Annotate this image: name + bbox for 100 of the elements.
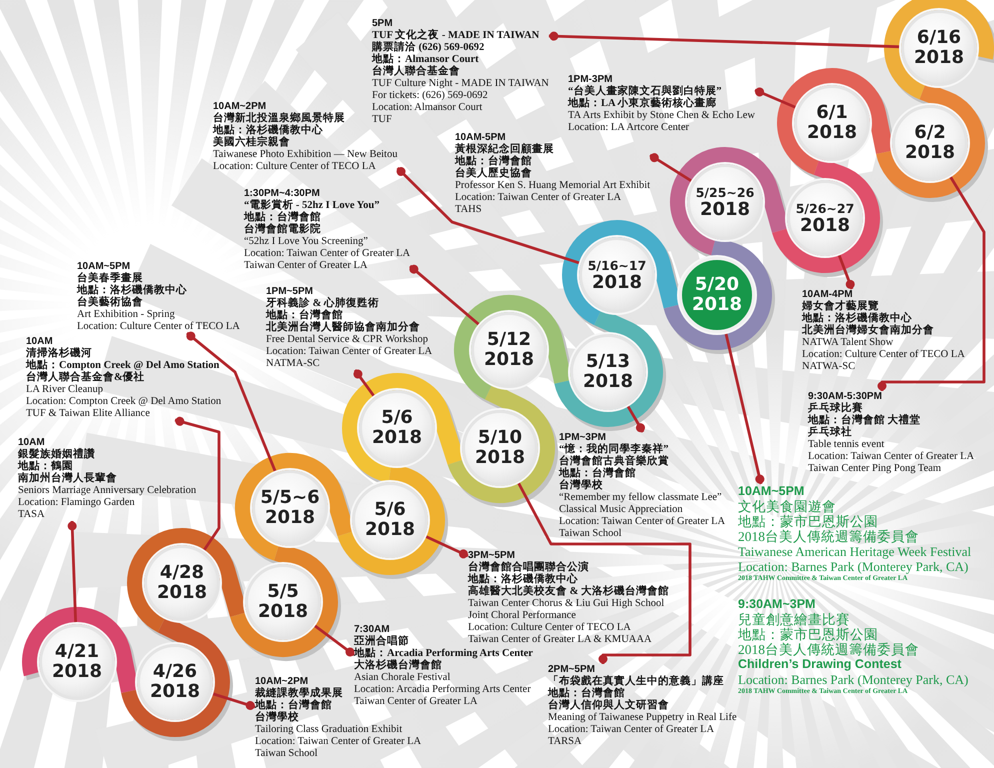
event-text: TUF & Taiwan Elite Alliance <box>26 408 150 420</box>
date-label: 5/13 <box>586 352 630 372</box>
event-text: Children’s Drawing Contest <box>738 657 902 672</box>
event-text: 地點：LA 小東京藝術核心畫廊 <box>568 98 717 110</box>
event-text: “電影賞析 - 52hz I Love You” <box>244 200 380 211</box>
date-label: 5/20 <box>694 275 740 295</box>
event-text: 地點：台灣會館 <box>255 700 332 711</box>
date-label: 4/21 <box>54 642 100 662</box>
time-label: 10AM~5PM <box>77 261 130 272</box>
year-label: 2018 <box>372 428 422 448</box>
event-text: 兒童創意繪畫比賽 <box>738 612 850 627</box>
event-text: 地點：台灣會館 大禮堂 <box>808 415 921 426</box>
event-text: “台美人畫家陳文石與劉白特展” <box>568 86 722 97</box>
year-label: 2018 <box>592 272 642 292</box>
event-text: 乒乓球比賽 <box>808 403 863 414</box>
event-text: 文化美食園遊會 <box>738 499 836 514</box>
event-text: 地點：蒙市巴恩斯公園 <box>738 514 878 529</box>
time-label: 10AM <box>26 336 53 347</box>
event-text: Location: Arcadia Performing Arts Center <box>354 684 531 696</box>
time-label: 10AM-4PM <box>802 289 853 300</box>
event-text: 銀髮族婚姻禮讚 <box>18 449 95 460</box>
date-label: 5/5~6 <box>260 488 320 508</box>
time-label: 9:30AM~3PM <box>738 597 816 612</box>
time-label: 3PM~5PM <box>468 550 515 561</box>
event-text: 「布袋戲在真實人生中的意義」講座 <box>548 676 724 687</box>
event-text: 台灣會館電影院 <box>244 224 321 236</box>
event-text: Location: Culture Center of TECO LA <box>213 161 376 173</box>
event-text: Meaning of Taiwanese Puppetry in Real Life <box>548 712 737 724</box>
year-label: 2018 <box>364 520 416 540</box>
event-text: Location: Almansor Court <box>372 102 482 114</box>
event-text: 台灣會館古典音樂欣賞 <box>559 456 669 468</box>
event-text: “52hz I Love You Screening” <box>244 236 368 248</box>
event-text: 裁縫課教學成果展 <box>255 688 343 699</box>
leader-line <box>396 167 582 265</box>
leader-line <box>724 332 764 484</box>
time-label: 7:30AM <box>354 624 390 635</box>
year-label: 2018 <box>700 200 750 220</box>
event-text: TUF <box>372 114 392 126</box>
time-label: 5PM <box>372 18 393 30</box>
event-text: 地點：洛杉磯僑教中心 <box>213 125 323 136</box>
event-text: TAHS <box>455 204 482 216</box>
event-text: Location: Taiwan Center of Greater LA <box>559 516 726 528</box>
event-text: NATWA Talent Show <box>802 337 894 349</box>
event-text: Seniors Marriage Anniversary Celebration <box>18 485 196 497</box>
event-text: Location: Taiwan Center of Greater LA <box>244 248 410 260</box>
event-text: 地點：蒙市巴恩斯公園 <box>738 627 878 642</box>
event-text: Taiwan School <box>559 528 622 540</box>
event-text: 台灣新北投溫泉鄉風景特展 <box>213 113 345 124</box>
event-text: 大洛杉磯台灣會館 <box>354 660 442 672</box>
event-text: 亞洲合唱節 <box>354 636 409 647</box>
time-label: 10AM~5PM <box>738 484 804 499</box>
date-label: 6/16 <box>916 28 962 48</box>
event-text: 清掃洛杉磯河 <box>26 348 92 359</box>
year-label: 2018 <box>914 48 964 68</box>
event-text: 台灣學校 <box>559 480 603 492</box>
event-text: 南加州台灣人長輩會 <box>18 473 117 485</box>
leader-line <box>186 332 278 474</box>
year-label: 2018 <box>904 143 956 163</box>
event-text: TA Arts Exhibit by Stone Chen & Echo Lew <box>568 110 755 122</box>
leader-line <box>312 624 355 656</box>
date-label: 5/6 <box>381 408 413 428</box>
year-label: 2018 <box>692 295 742 315</box>
date-label: 6/2 <box>914 123 946 143</box>
event-text: Location: Barnes Park (Monterey Park, CA) <box>738 672 968 687</box>
event-text: 地點：台灣會館 <box>559 468 636 479</box>
year-label: 2018 <box>582 372 634 392</box>
event-text: Professor Ken S. Huang Memorial Art Exhibit <box>455 180 650 192</box>
year-label: 2018 <box>52 662 102 682</box>
event-text: 台美人歷史協會 <box>455 168 532 180</box>
time-label: 1:30PM~4:30PM <box>244 188 320 199</box>
event-text: 地點：台灣會館 <box>548 688 625 699</box>
date-label: 5/16~17 <box>588 258 646 272</box>
date-label: 5/6 <box>374 500 406 520</box>
event-text: 台灣會館合唱團聯合公演 <box>468 562 589 573</box>
leader-line <box>424 534 469 558</box>
event-text: 地點：台灣會館 <box>266 310 343 321</box>
time-label: 1PM-3PM <box>568 74 612 85</box>
date-label: 4/28 <box>160 563 204 583</box>
event-text: Taiwan Center of Greater LA <box>244 260 368 272</box>
event-text: Free Dental Service & CPR Workshop <box>266 334 428 346</box>
event-text: Location: Taiwan Center of Greater LA <box>266 346 432 358</box>
event-text: 地點：鶴園 <box>18 461 73 472</box>
year-label: 2018 <box>150 682 200 702</box>
date-label: 4/26 <box>152 662 198 682</box>
leader-line <box>837 253 855 290</box>
event-text: TUF Culture Night - MADE IN TAIWAN <box>372 78 549 90</box>
event-text: 地點：台灣會館 <box>455 156 532 167</box>
event-text: 北美洲台灣人醫師協會南加分會 <box>266 322 420 334</box>
date-label: 5/26~27 <box>796 200 854 216</box>
event-text: Taiwan Center of Greater LA & KMUAAA <box>468 634 652 646</box>
event-text: Location: Taiwan Center of Greater LA <box>455 192 622 204</box>
event-text: 地點：台灣會館 <box>244 212 321 223</box>
leader-line <box>878 174 986 391</box>
year-label: 2018 <box>806 123 858 143</box>
event-text: Taiwan School <box>255 748 318 760</box>
event-text: Taiwanese American Heritage Week Festival <box>738 544 972 559</box>
event-text: TARSA <box>548 736 582 748</box>
event-text: TASA <box>18 509 45 521</box>
event-text: 乒乓球社 <box>808 427 852 439</box>
event-text: 台灣人信仰與人文研習會 <box>548 700 669 712</box>
